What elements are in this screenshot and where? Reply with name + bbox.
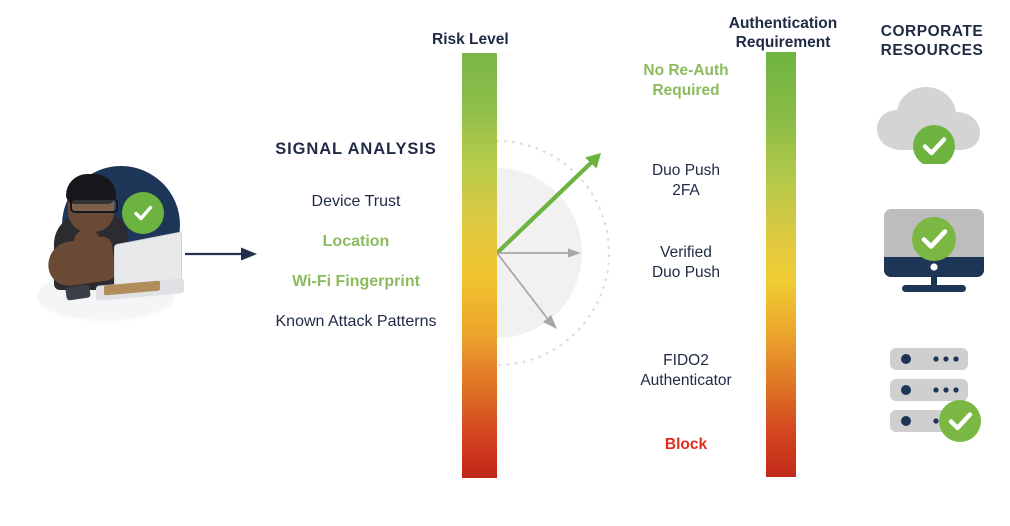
green-check-badge-icon	[939, 400, 981, 442]
signal-item-known-attack-patterns: Known Attack Patterns	[275, 313, 437, 330]
signal-item-device-trust: Device Trust	[311, 193, 401, 210]
signal-item-location: Location	[322, 233, 390, 250]
green-check-badge-icon	[913, 125, 955, 164]
gauge-needle-tertiary	[496, 252, 557, 329]
corporate-resources-title-line1: CORPORATE	[880, 23, 984, 40]
user-at-laptop-illustration	[18, 162, 190, 334]
gauge-needle-secondary	[497, 248, 581, 258]
desktop-monitor-icon	[884, 209, 984, 292]
auth-level-3-line1: FIDO2	[663, 352, 709, 369]
authentication-requirement-gradient-bar	[766, 52, 796, 477]
authentication-requirement-title: Authentication Requirement	[718, 14, 848, 53]
gauge-dotted-arc	[495, 139, 611, 367]
cloud-icon	[877, 87, 980, 164]
corporate-resources-title: CORPORATE RESOURCES	[866, 22, 998, 61]
auth-level-block: Block	[596, 435, 776, 455]
server-stack-icon	[890, 348, 981, 442]
auth-level-verified-duo-push: Verified Duo Push	[596, 243, 776, 283]
risk-level-gradient-bar	[462, 53, 497, 478]
green-check-badge-icon	[122, 192, 164, 234]
risk-level-title: Risk Level	[432, 31, 509, 48]
auth-level-2-line2: Duo Push	[651, 264, 721, 282]
corporate-resources-title-line2: RESOURCES	[880, 42, 984, 60]
right-arrow-icon	[185, 247, 257, 261]
person-hand	[74, 230, 100, 252]
auth-level-fido2-authenticator: FIDO2 Authenticator	[596, 351, 776, 391]
auth-level-0-line1: No Re-Auth	[643, 62, 729, 79]
auth-level-no-re-auth: No Re-Auth Required	[596, 61, 776, 101]
auth-level-1-line2: 2FA	[672, 182, 700, 200]
signal-item-wifi-fingerprint: Wi-Fi Fingerprint	[292, 273, 420, 290]
auth-level-2-line1: Verified	[660, 244, 712, 261]
auth-title-line1: Authentication	[728, 15, 838, 32]
auth-level-3-line2: Authenticator	[640, 372, 732, 390]
risk-gauge	[494, 139, 611, 367]
gauge-needle-selected	[494, 153, 601, 256]
auth-level-4-line1: Block	[664, 436, 708, 453]
auth-level-duo-push-2fa: Duo Push 2FA	[596, 161, 776, 201]
auth-title-line2: Requirement	[735, 34, 831, 52]
green-check-badge-icon	[912, 217, 956, 261]
person-glasses-icon	[70, 198, 118, 213]
signal-analysis-panel: SIGNAL ANALYSIS Device Trust Location Wi…	[232, 140, 480, 353]
auth-level-1-line1: Duo Push	[651, 162, 721, 179]
signal-analysis-title: SIGNAL ANALYSIS	[275, 140, 437, 158]
auth-level-0-line2: Required	[652, 82, 720, 100]
